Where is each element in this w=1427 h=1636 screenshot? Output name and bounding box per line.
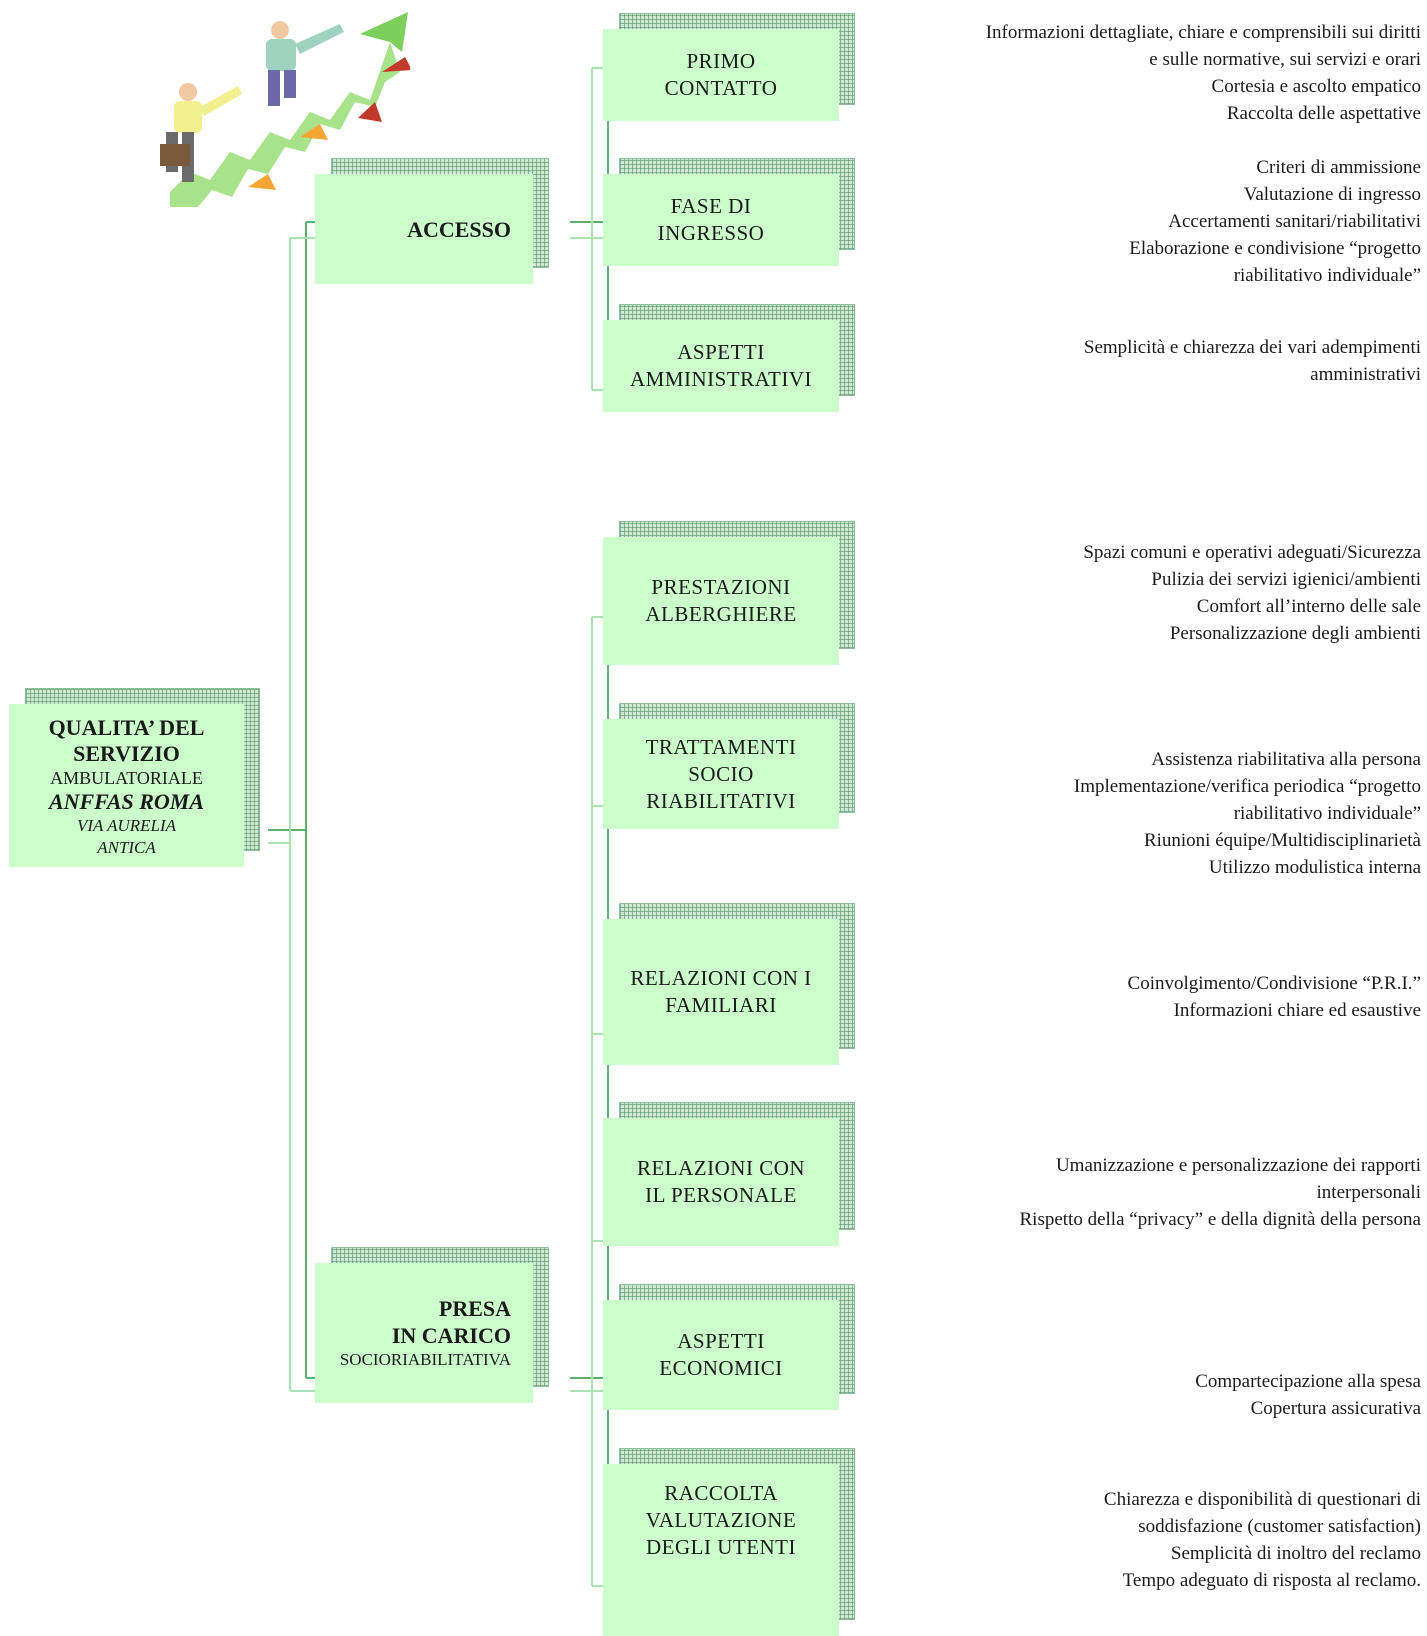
item-label-2: CONTATTO bbox=[664, 76, 778, 100]
root-address-1: VIA AURELIA bbox=[77, 815, 176, 835]
item-label-2: AMMINISTRATIVI bbox=[630, 367, 812, 391]
item-primo-contatto: PRIMO CONTATTO bbox=[603, 13, 855, 121]
desc-line: Informazioni dettagliate, chiare e compr… bbox=[985, 22, 1421, 70]
desc-line: Coinvolgimento/Condivisione “P.R.I.” bbox=[1127, 973, 1421, 994]
item-fase-di-ingresso: FASE DI INGRESSO bbox=[603, 158, 855, 266]
desc-line: Valutazione di ingresso bbox=[1243, 184, 1421, 205]
desc-line: Personalizzazione degli ambienti bbox=[1169, 623, 1421, 644]
desc-line: Assistenza riabilitativa alla persona bbox=[1151, 749, 1421, 770]
root-title-line2: SERVIZIO bbox=[73, 740, 180, 766]
desc-line: Chiarezza e disponibilità di questionari… bbox=[1103, 1489, 1421, 1537]
group-presa-in-carico: PRESA IN CARICO SOCIORIABILITATIVA bbox=[315, 1247, 549, 1403]
item-relazioni-personale: RELAZIONI CON IL PERSONALE bbox=[603, 1102, 855, 1246]
desc-line: Utilizzo modulistica interna bbox=[1208, 857, 1421, 878]
group-presa-title-1: PRESA bbox=[438, 1296, 511, 1321]
item-label-1: PRESTAZIONI bbox=[651, 575, 791, 599]
desc-line: Cortesia e ascolto empatico bbox=[1211, 76, 1421, 97]
desc-aspetti-amministrativi: Semplicità e chiarezza dei vari adempime… bbox=[1011, 334, 1421, 388]
desc-primo-contatto: Informazioni dettagliate, chiare e compr… bbox=[981, 19, 1421, 127]
item-raccolta-valutazione: RACCOLTA VALUTAZIONE DEGLI UTENTI bbox=[603, 1448, 855, 1636]
desc-line: Rispetto della “privacy” e della dignità… bbox=[1019, 1209, 1422, 1230]
item-label-3: DEGLI UTENTI bbox=[645, 1535, 797, 1559]
group-presa-title-2: IN CARICO bbox=[391, 1323, 511, 1348]
group-accesso: ACCESSO bbox=[315, 158, 549, 284]
people-climbing-arrow-icon bbox=[160, 12, 410, 207]
item-label-1: ASPETTI bbox=[677, 1329, 765, 1353]
desc-line: Umanizzazione e personalizzazione dei ra… bbox=[1055, 1155, 1421, 1203]
desc-aspetti-economici: Compartecipazione alla spesa Copertura a… bbox=[961, 1368, 1421, 1422]
item-trattamenti-socio-riabilitativi: TRATTAMENTI SOCIO RIABILITATIVI bbox=[603, 703, 855, 829]
group-accesso-title: ACCESSO bbox=[407, 216, 511, 242]
root-org: ANFFAS ROMA bbox=[48, 788, 205, 814]
item-label-2: INGRESSO bbox=[657, 221, 765, 245]
desc-line: Semplicità e chiarezza dei vari adempime… bbox=[1083, 337, 1421, 385]
root-address-2: ANTICA bbox=[97, 837, 156, 857]
item-label-1: TRATTAMENTI bbox=[645, 734, 797, 759]
item-aspetti-amministrativi: ASPETTI AMMINISTRATIVI bbox=[603, 304, 855, 412]
desc-line: Pulizia dei servizi igienici/ambienti bbox=[1151, 569, 1421, 590]
item-label-3: RIABILITATIVI bbox=[646, 788, 796, 813]
desc-raccolta-valutazione: Chiarezza e disponibilità di questionari… bbox=[1011, 1486, 1421, 1594]
item-label-1: PRIMO bbox=[686, 49, 756, 73]
desc-line: Copertura assicurativa bbox=[1250, 1398, 1421, 1419]
item-label-2: ECONOMICI bbox=[659, 1356, 783, 1380]
item-prestazioni-alberghiere: PRESTAZIONI ALBERGHIERE bbox=[603, 521, 855, 665]
desc-relazioni-familiari: Coinvolgimento/Condivisione “P.R.I.” Inf… bbox=[961, 970, 1421, 1024]
desc-relazioni-personale: Umanizzazione e personalizzazione dei ra… bbox=[971, 1152, 1422, 1233]
item-label-1: RELAZIONI CON I bbox=[630, 966, 812, 990]
desc-line: Accertamenti sanitari/riabilitativi bbox=[1168, 211, 1421, 232]
desc-line: Criteri di ammissione bbox=[1256, 157, 1421, 178]
item-label-2: IL PERSONALE bbox=[645, 1183, 797, 1207]
desc-fase-di-ingresso: Criteri di ammissione Valutazione di ing… bbox=[1041, 154, 1421, 289]
group-presa-subtitle: SOCIORIABILITATIVA bbox=[339, 1350, 511, 1369]
item-aspetti-economici: ASPETTI ECONOMICI bbox=[603, 1284, 855, 1410]
item-label-1: RELAZIONI CON bbox=[636, 1156, 806, 1180]
desc-line: Elaborazione e condivisione “progetto ri… bbox=[1129, 238, 1421, 286]
item-label-1: RACCOLTA bbox=[664, 1481, 778, 1505]
desc-line: Riunioni équipe/Multidisciplinarietà bbox=[1143, 830, 1421, 851]
item-label-2: VALUTAZIONE bbox=[645, 1508, 797, 1532]
root-node: QUALITA’ DEL SERVIZIO AMBULATORIALE ANFF… bbox=[9, 688, 260, 867]
item-label-1: FASE DI bbox=[670, 194, 752, 218]
item-label-2: FAMILIARI bbox=[665, 993, 777, 1017]
desc-line: Spazi comuni e operativi adeguati/Sicure… bbox=[1083, 542, 1421, 563]
desc-line: Semplicità di inoltro del reclamo bbox=[1170, 1543, 1421, 1564]
item-relazioni-familiari: RELAZIONI CON I FAMILIARI bbox=[603, 903, 855, 1065]
item-label-2: ALBERGHIERE bbox=[645, 602, 797, 626]
root-title-line1: QUALITA’ DEL bbox=[48, 714, 205, 740]
root-subtitle: AMBULATORIALE bbox=[50, 767, 203, 788]
desc-prestazioni-alberghiere: Spazi comuni e operativi adeguati/Sicure… bbox=[961, 539, 1421, 647]
desc-trattamenti: Assistenza riabilitativa alla persona Im… bbox=[981, 746, 1421, 881]
desc-line: Comfort all’interno delle sale bbox=[1196, 596, 1421, 617]
desc-line: Raccolta delle aspettative bbox=[1226, 103, 1421, 124]
item-label-1: ASPETTI bbox=[677, 340, 765, 364]
desc-line: Compartecipazione alla spesa bbox=[1195, 1371, 1421, 1392]
desc-line: Tempo adeguato di risposta al reclamo. bbox=[1122, 1570, 1421, 1591]
desc-line: Informazioni chiare ed esaustive bbox=[1173, 1000, 1421, 1021]
item-label-2: SOCIO bbox=[688, 761, 754, 786]
desc-line: Implementazione/verifica periodica “prog… bbox=[1073, 776, 1421, 824]
